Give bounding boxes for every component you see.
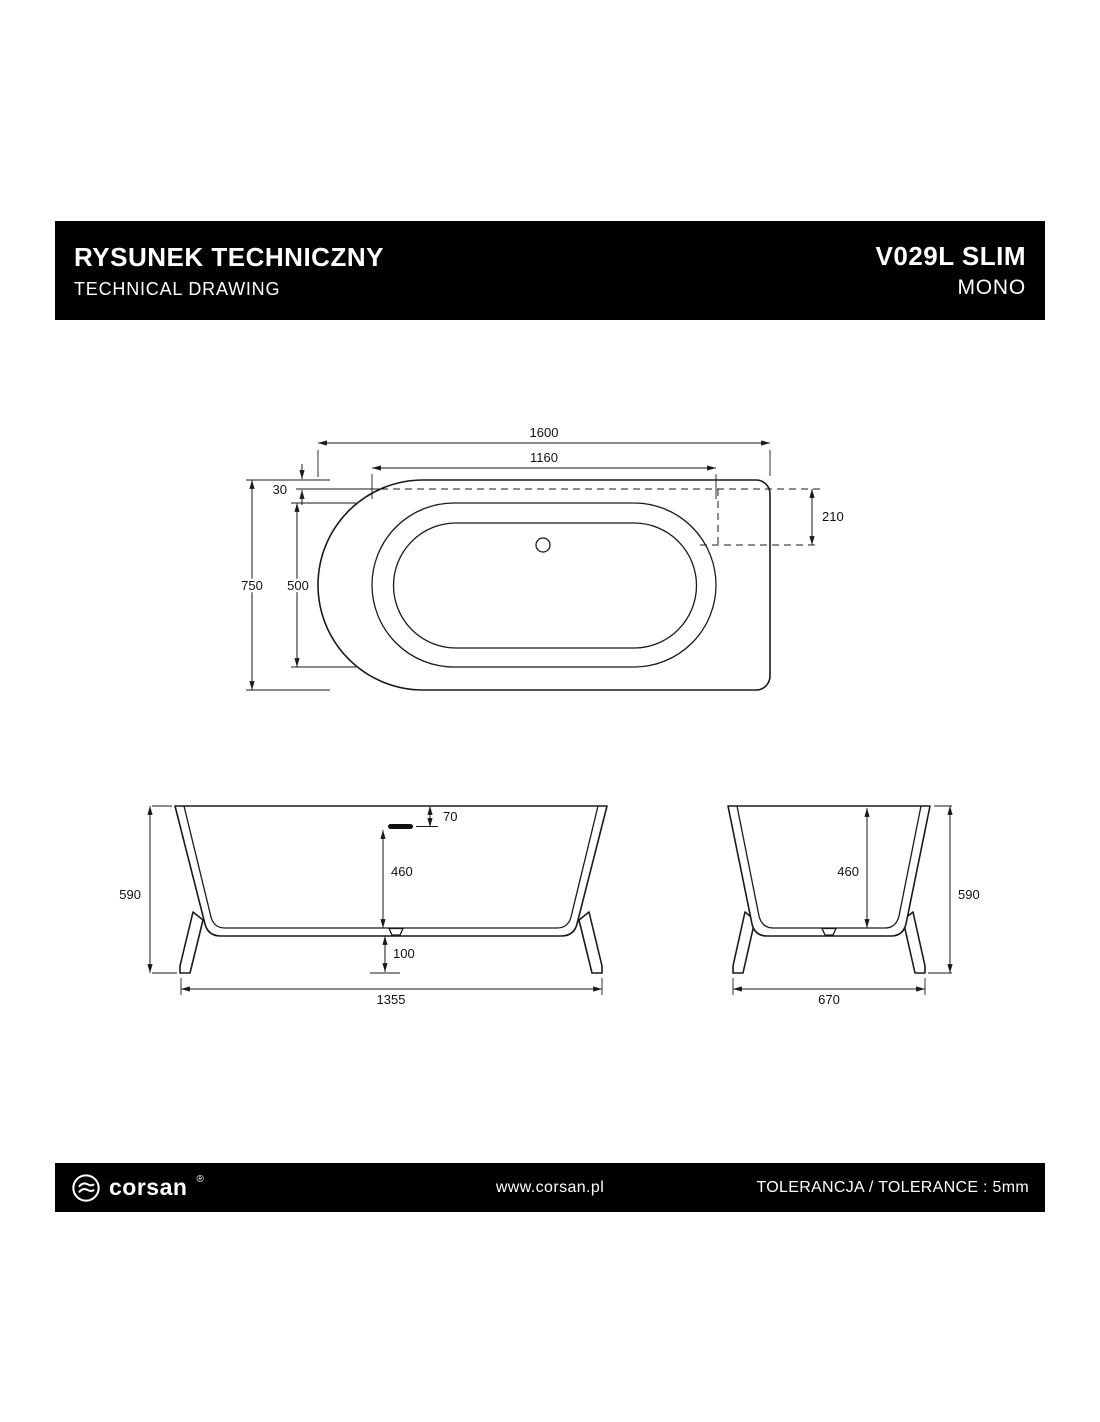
dim-side-inner-depth-label: 460	[837, 864, 859, 879]
registered-mark: ®	[196, 1174, 204, 1185]
dim-front-height-label: 590	[119, 887, 141, 902]
side-view-dimensions: 460 590 670	[732, 805, 982, 1009]
top-view-dimensions: 1600 1160 750 500 30 210	[239, 423, 846, 691]
header-bar: RYSUNEK TECHNICZNY TECHNICAL DRAWING V02…	[55, 221, 1045, 320]
top-view-inner-rim	[371, 502, 717, 668]
front-view-outline	[174, 805, 608, 937]
dim-base-length-label: 1355	[377, 992, 406, 1007]
dim-base-height-label: 100	[393, 946, 415, 961]
front-right-foot	[578, 911, 603, 974]
tolerance-note: TOLERANCJA / TOLERANCE : 5mm	[756, 1178, 1029, 1196]
dim-drain-offset-label: 210	[822, 509, 844, 524]
dim-overflow-depth-label: 70	[443, 809, 457, 824]
dim-overall-length-label: 1600	[530, 425, 559, 440]
website-url: www.corsan.pl	[495, 1178, 605, 1196]
top-view-basin-outline	[392, 522, 698, 649]
side-view-outline	[727, 805, 931, 937]
side-drain-detail	[821, 927, 837, 936]
top-view-outer-outline	[317, 479, 771, 691]
page-title: RYSUNEK TECHNICZNY	[74, 241, 384, 272]
dim-rim-offset-label: 30	[273, 482, 287, 497]
page-subtitle: TECHNICAL DRAWING	[74, 278, 281, 299]
dim-base-width-label: 670	[818, 992, 840, 1007]
front-left-foot	[179, 911, 204, 974]
header-left: RYSUNEK TECHNICZNY TECHNICAL DRAWING	[74, 242, 384, 300]
front-view	[174, 805, 608, 974]
dim-front-inner-depth-label: 460	[391, 864, 413, 879]
header-right: V029L SLIM MONO	[876, 241, 1026, 300]
corsan-logo-icon	[72, 1173, 100, 1202]
dim-side-height-label: 590	[958, 887, 980, 902]
dim-inner-width-label: 500	[287, 578, 309, 593]
overflow-hole-icon	[388, 824, 413, 829]
brand-name: corsan	[109, 1174, 188, 1200]
front-view-dimensions: 590 70 460 100 1355	[117, 805, 603, 1009]
model-code: V029L SLIM	[875, 241, 1026, 271]
drain-hole-icon	[535, 537, 551, 553]
front-drain-detail	[388, 927, 404, 936]
dim-overall-width-label: 750	[241, 578, 263, 593]
footer-bar: corsan ® www.corsan.pl TOLERANCJA / TOLE…	[55, 1163, 1045, 1212]
brand-logo: corsan ®	[71, 1173, 371, 1203]
top-view	[317, 479, 820, 691]
side-view	[727, 805, 931, 974]
dim-inner-length-label: 1160	[530, 450, 558, 465]
model-variant: MONO	[957, 276, 1026, 299]
